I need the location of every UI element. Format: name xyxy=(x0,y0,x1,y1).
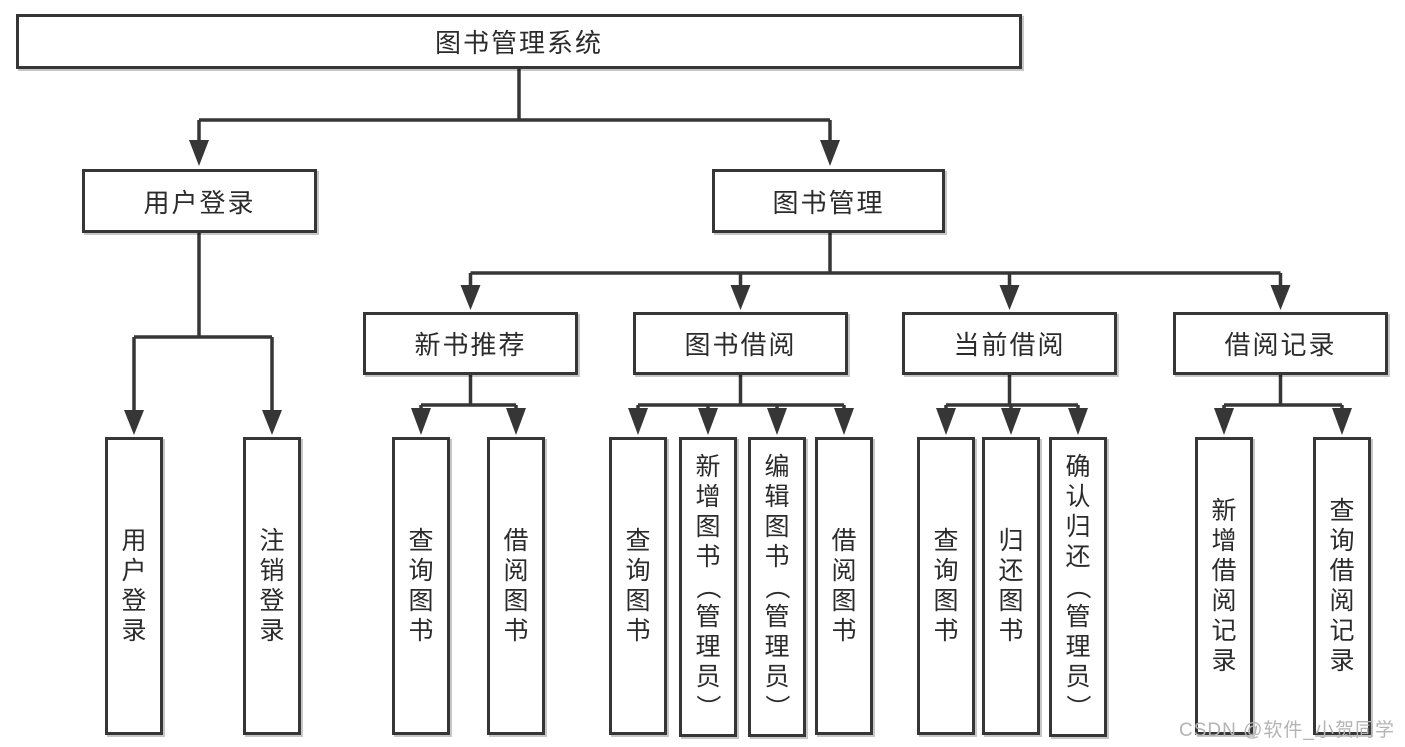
leaf-borrow-books-recommend: 借阅图书 xyxy=(487,437,545,735)
leaf-borrow-books-borrowing-label: 借阅图书 xyxy=(831,527,857,645)
connector-current-borrowing-children xyxy=(936,375,1088,435)
leaf-query-books-borrowing-label: 查询图书 xyxy=(625,527,651,645)
connector-new-book-recommend-children xyxy=(411,375,526,435)
connector-root-to-level2 xyxy=(189,68,840,166)
leaf-query-borrow-record-label: 查询借阅记录 xyxy=(1329,497,1355,675)
leaf-confirm-return-admin-label: 确认归还（管理员） xyxy=(1063,453,1092,720)
leaf-add-borrow-record: 新增借阅记录 xyxy=(1195,437,1253,735)
node-borrowing-records: 借阅记录 xyxy=(1173,312,1388,375)
leaf-confirm-return-admin: 确认归还（管理员） xyxy=(1049,437,1107,737)
connector-book-borrowing-children xyxy=(628,375,854,435)
node-borrowing-records-label: 借阅记录 xyxy=(1224,330,1337,360)
node-root-label: 图书管理系统 xyxy=(434,28,603,58)
leaf-query-borrow-record: 查询借阅记录 xyxy=(1313,437,1371,735)
node-current-borrowing-label: 当前借阅 xyxy=(953,330,1066,360)
node-user-login: 用户登录 xyxy=(82,169,317,233)
leaf-add-books-admin-label: 新增图书（管理员） xyxy=(693,453,722,720)
node-book-borrowing: 图书借阅 xyxy=(633,312,848,375)
leaf-return-books: 归还图书 xyxy=(982,437,1040,735)
leaf-query-books-recommend: 查询图书 xyxy=(392,437,450,735)
connector-borrowing-records-children xyxy=(1214,375,1352,435)
leaf-add-books-admin: 新增图书（管理员） xyxy=(679,437,737,737)
leaf-user-login-label: 用户登录 xyxy=(121,527,147,645)
watermark: CSDN @软件_小贺同学 xyxy=(1179,720,1395,741)
node-book-management-label: 图书管理 xyxy=(772,187,885,218)
node-new-book-recommend: 新书推荐 xyxy=(363,312,578,375)
leaf-query-books-borrowing: 查询图书 xyxy=(609,437,667,735)
node-new-book-recommend-label: 新书推荐 xyxy=(414,330,527,360)
node-root: 图书管理系统 xyxy=(16,14,1022,69)
leaf-add-borrow-record-label: 新增借阅记录 xyxy=(1211,497,1237,675)
leaf-edit-books-admin-label: 编辑图书（管理员） xyxy=(762,453,791,720)
node-book-management: 图书管理 xyxy=(712,169,945,233)
leaf-return-books-label: 归还图书 xyxy=(998,527,1024,645)
leaf-logout-label: 注销登录 xyxy=(259,527,285,645)
leaf-query-books-current: 查询图书 xyxy=(917,437,975,735)
leaf-query-books-recommend-label: 查询图书 xyxy=(408,527,434,645)
node-book-borrowing-label: 图书借阅 xyxy=(684,330,797,360)
leaf-edit-books-admin: 编辑图书（管理员） xyxy=(748,437,806,737)
leaf-user-login: 用户登录 xyxy=(105,437,163,735)
node-current-borrowing: 当前借阅 xyxy=(902,312,1117,375)
leaf-borrow-books-borrowing: 借阅图书 xyxy=(815,437,873,735)
leaf-borrow-books-recommend-label: 借阅图书 xyxy=(503,527,529,645)
leaf-query-books-current-label: 查询图书 xyxy=(933,527,959,645)
leaf-logout: 注销登录 xyxy=(243,437,301,735)
node-user-login-label: 用户登录 xyxy=(143,187,256,218)
connector-book-management-children xyxy=(460,233,1291,310)
connector-user-login-children xyxy=(124,233,282,435)
